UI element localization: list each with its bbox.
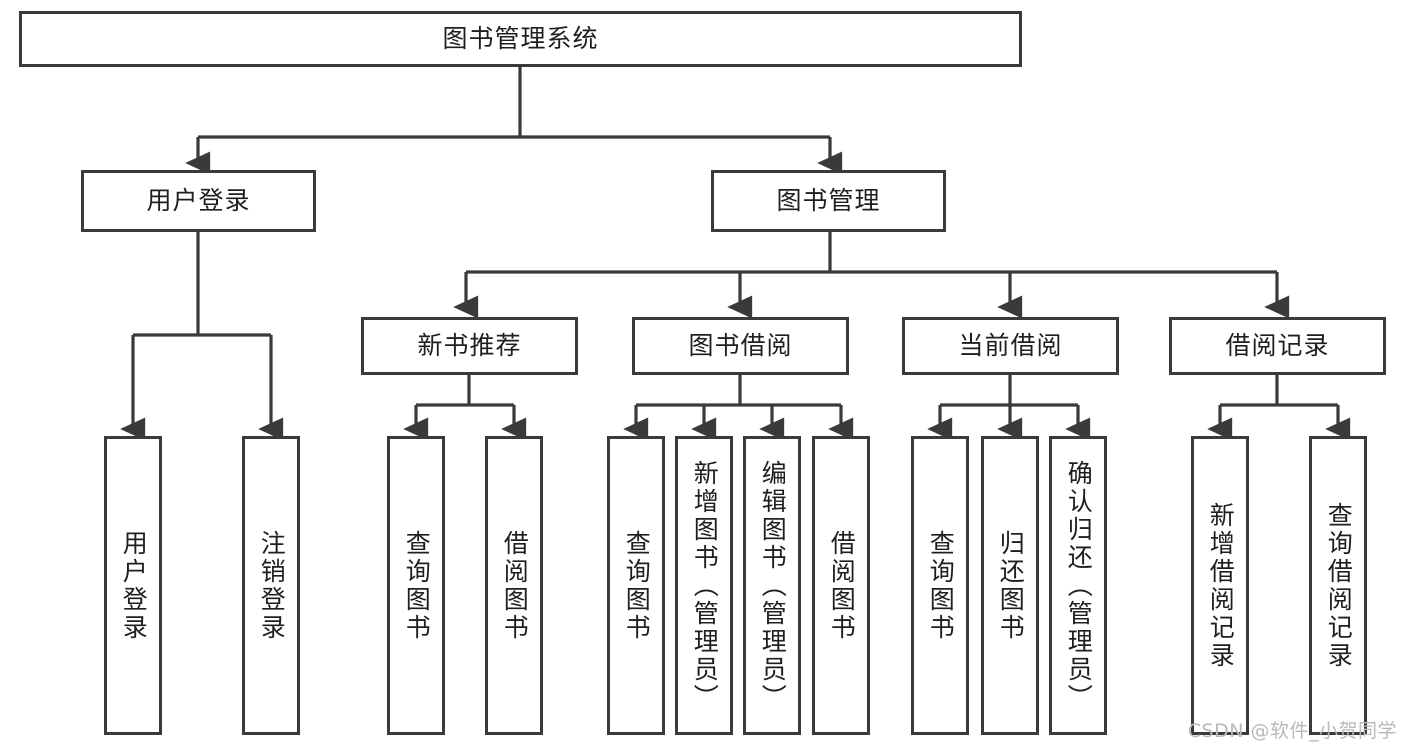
node-label: 图书管理 bbox=[776, 186, 881, 215]
leaf-record-add-borrow-record[interactable]: 新增借阅记录 bbox=[1191, 436, 1249, 735]
node-book-management-system[interactable]: 图书管理系统 bbox=[19, 11, 1022, 67]
node-label: 用户登录 bbox=[119, 529, 149, 642]
node-label: 新增图书（管理员） bbox=[690, 459, 720, 712]
node-label: 借阅图书 bbox=[827, 529, 857, 642]
leaf-current-query-book[interactable]: 查询图书 bbox=[911, 436, 969, 735]
leaf-user-login[interactable]: 用户登录 bbox=[104, 436, 162, 735]
node-label: 图书管理系统 bbox=[442, 24, 599, 53]
leaf-recommend-query-book[interactable]: 查询图书 bbox=[387, 436, 445, 735]
node-label: 借阅图书 bbox=[500, 529, 530, 642]
leaf-borrow-edit-book-admin[interactable]: 编辑图书（管理员） bbox=[743, 436, 801, 735]
node-label: 确认归还（管理员） bbox=[1064, 459, 1094, 712]
node-label: 图书借阅 bbox=[688, 331, 793, 360]
leaf-current-confirm-return-admin[interactable]: 确认归还（管理员） bbox=[1049, 436, 1107, 735]
node-current-borrow[interactable]: 当前借阅 bbox=[902, 317, 1119, 375]
leaf-recommend-borrow-book[interactable]: 借阅图书 bbox=[485, 436, 543, 735]
leaf-borrow-borrow-book[interactable]: 借阅图书 bbox=[812, 436, 870, 735]
node-book-management[interactable]: 图书管理 bbox=[711, 170, 946, 232]
node-label: 编辑图书（管理员） bbox=[758, 459, 788, 712]
leaf-user-logout[interactable]: 注销登录 bbox=[242, 436, 300, 735]
node-book-borrow[interactable]: 图书借阅 bbox=[632, 317, 849, 375]
node-label: 当前借阅 bbox=[958, 331, 1063, 360]
node-borrow-record[interactable]: 借阅记录 bbox=[1169, 317, 1386, 375]
node-label: 借阅记录 bbox=[1225, 331, 1330, 360]
leaf-borrow-query-book[interactable]: 查询图书 bbox=[607, 436, 665, 735]
node-label: 查询借阅记录 bbox=[1324, 501, 1354, 670]
node-label: 查询图书 bbox=[402, 529, 432, 642]
leaf-record-query-borrow-record[interactable]: 查询借阅记录 bbox=[1309, 436, 1367, 735]
node-label: 用户登录 bbox=[146, 186, 251, 215]
node-label: 新书推荐 bbox=[417, 331, 522, 360]
leaf-current-return-book[interactable]: 归还图书 bbox=[981, 436, 1039, 735]
leaf-borrow-add-book-admin[interactable]: 新增图书（管理员） bbox=[675, 436, 733, 735]
node-label: 注销登录 bbox=[257, 529, 287, 642]
node-label: 查询图书 bbox=[622, 529, 652, 642]
node-label: 查询图书 bbox=[926, 529, 956, 642]
node-label: 新增借阅记录 bbox=[1206, 501, 1236, 670]
node-label: 归还图书 bbox=[996, 529, 1026, 642]
node-user-login[interactable]: 用户登录 bbox=[81, 170, 316, 232]
node-new-book-recommend[interactable]: 新书推荐 bbox=[361, 317, 578, 375]
csdn-watermark: CSDN @软件_小贺同学 bbox=[1187, 720, 1397, 742]
